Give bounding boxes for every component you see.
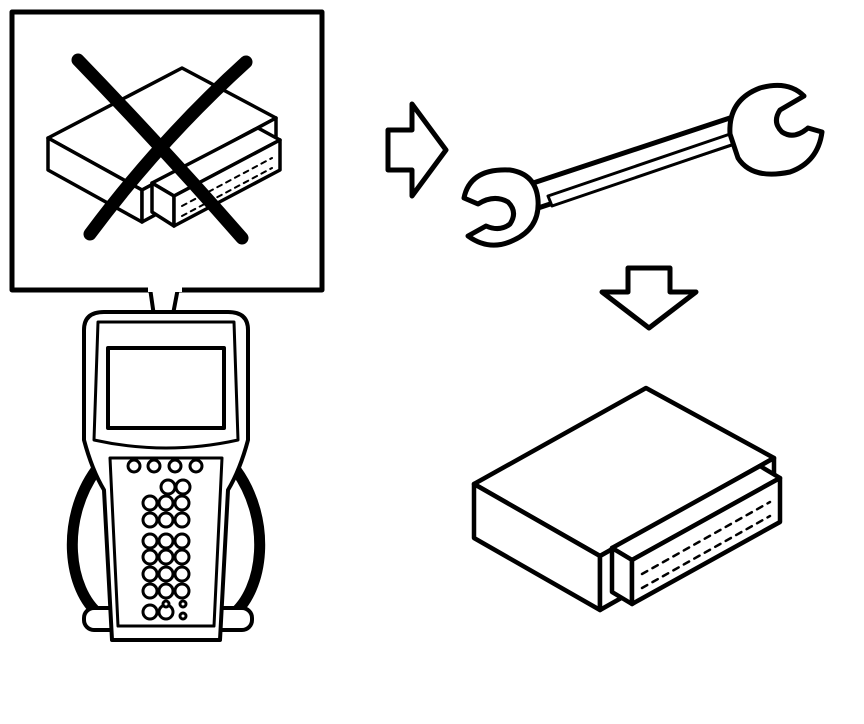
control-module-icon — [471, 385, 783, 613]
module-connector-pins — [640, 500, 772, 590]
scan-tool-buttons — [126, 458, 204, 621]
arrow-down-icon — [599, 265, 699, 331]
arrow-right-icon — [385, 101, 449, 199]
wrench-icon — [461, 82, 825, 248]
cross-out-mark — [71, 53, 253, 245]
scan-tool-icon — [66, 310, 266, 642]
